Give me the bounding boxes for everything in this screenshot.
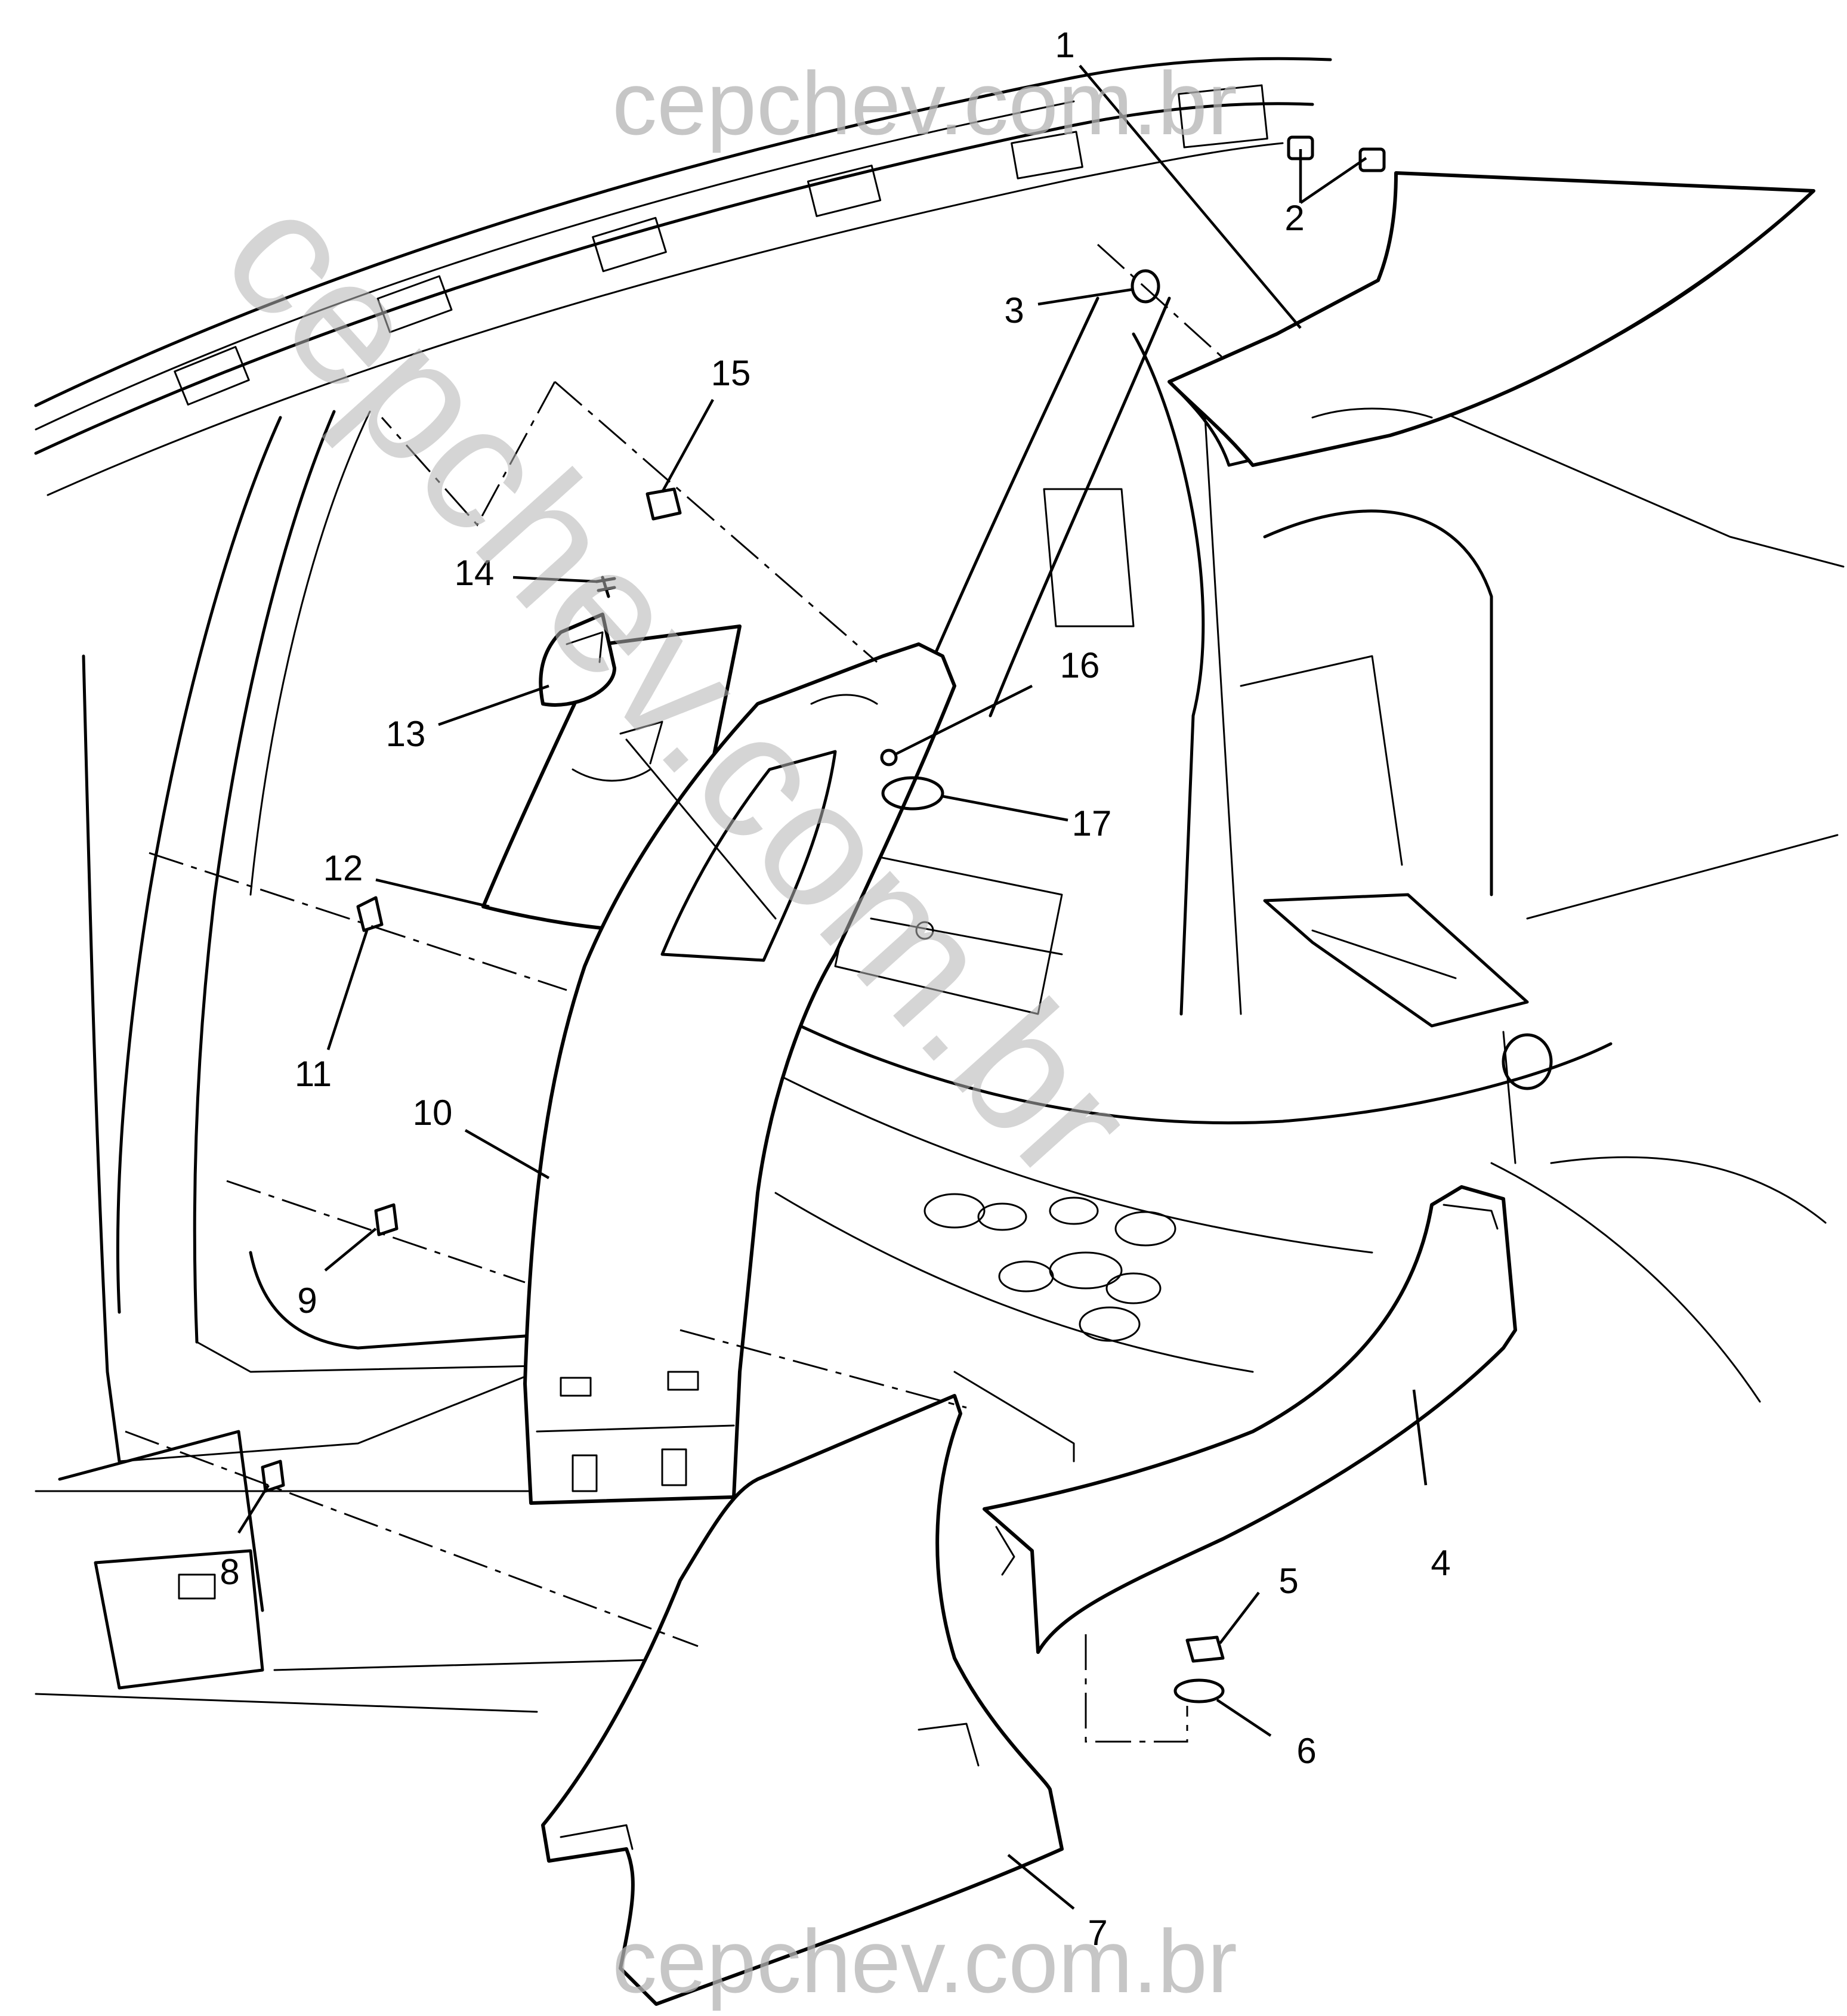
callout-leaders: [237, 64, 1428, 1910]
upper-quarter-trim-panel: [1167, 171, 1815, 467]
rear-sill-trim-panel: [983, 1185, 1517, 1654]
callout-9: 9: [297, 1281, 317, 1321]
callout-10: 10: [413, 1093, 453, 1133]
callout-6: 6: [1296, 1731, 1316, 1771]
callout-7: 7: [1088, 1913, 1107, 1953]
callout-4: 4: [1431, 1543, 1450, 1583]
callout-11: 11: [295, 1054, 332, 1094]
watermark-top: cepchev.com.br: [612, 53, 1237, 153]
seat-belt-guide: [539, 613, 616, 707]
center-pillar-lower-trim: [523, 642, 956, 1505]
callout-15: 15: [711, 353, 751, 393]
front-sill-trim-panel: [541, 1394, 1064, 2006]
watermark-bottom: cepchev.com.br: [612, 1911, 1237, 2011]
callout-2: 2: [1284, 198, 1304, 238]
callout-3: 3: [1004, 290, 1024, 330]
callout-8: 8: [220, 1552, 239, 1592]
callout-17: 17: [1072, 803, 1112, 843]
callout-12: 12: [323, 848, 363, 888]
callout-14: 14: [455, 553, 495, 593]
callout-5: 5: [1278, 1561, 1298, 1601]
callout-labels: 1 2 3 4 5 6 7 8 9 10 11 12 13 14 15 16 1…: [220, 25, 1450, 1953]
callout-16: 16: [1060, 645, 1100, 685]
callout-13: 13: [386, 714, 426, 754]
callout-1: 1: [1055, 25, 1074, 65]
alignment-lines: [125, 243, 1224, 1743]
